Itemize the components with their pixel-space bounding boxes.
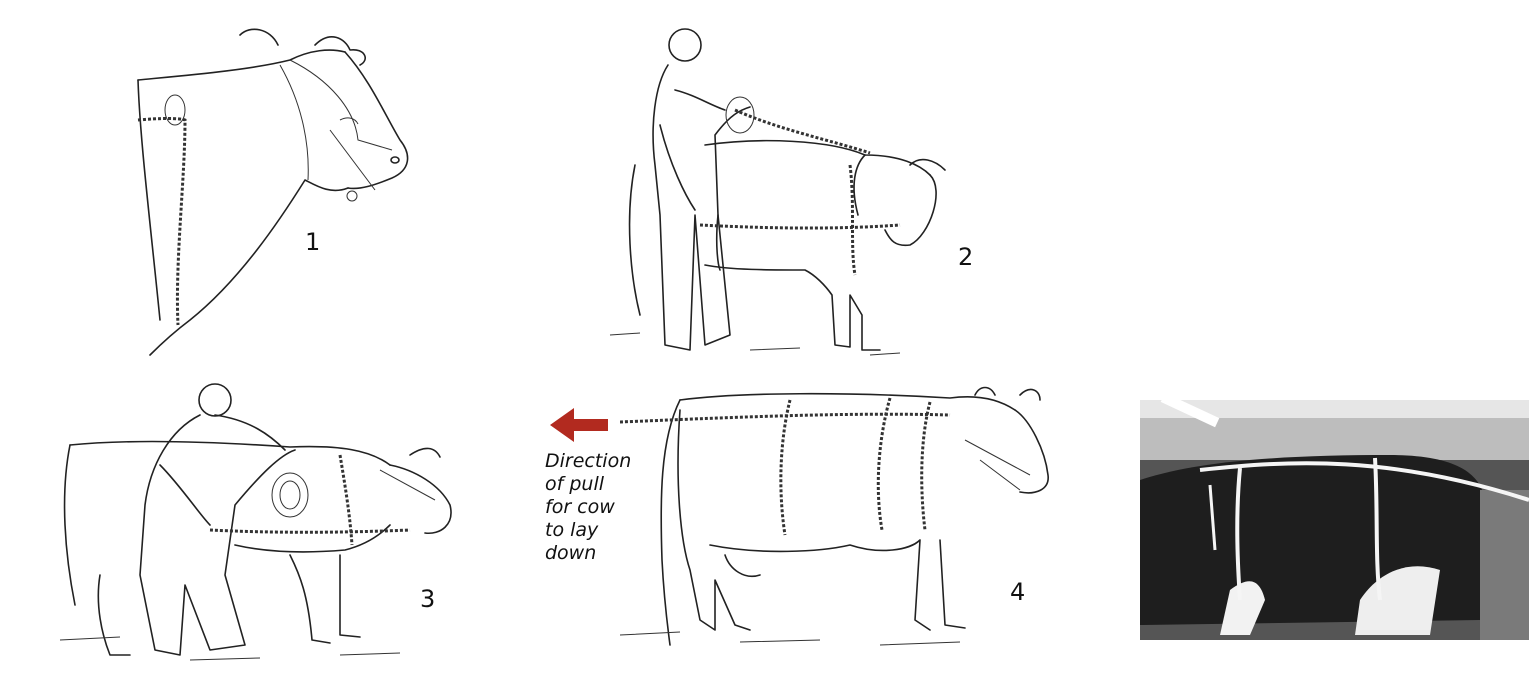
pull-direction-arrow bbox=[550, 408, 610, 442]
step-number-4: 4 bbox=[1010, 578, 1026, 606]
step-3-illustration: 3 bbox=[40, 375, 480, 670]
step-number-1: 1 bbox=[305, 228, 321, 256]
annotation-line: to lay bbox=[545, 519, 599, 541]
annotation-line: of pull bbox=[545, 473, 605, 495]
annotation-line: for cow bbox=[545, 496, 615, 518]
step-2-illustration: 2 bbox=[600, 15, 980, 365]
cow-head-halter-drawing bbox=[137, 28, 409, 356]
roped-cow-photo bbox=[1140, 400, 1529, 640]
cow-photo-rendering bbox=[1140, 400, 1529, 640]
pull-direction-annotation: Direction of pull for cow to lay down bbox=[545, 450, 655, 565]
annotation-line: down bbox=[545, 542, 597, 564]
left-arrow-icon bbox=[550, 408, 608, 442]
step-1-illustration: 1 bbox=[130, 20, 420, 360]
roped-cow-drawing bbox=[620, 386, 1049, 646]
step-number-3: 3 bbox=[420, 585, 436, 613]
man-wrapping-rope-drawing bbox=[59, 383, 452, 661]
man-with-cow-drawing bbox=[609, 28, 946, 356]
step-4-illustration: 4 bbox=[620, 380, 1060, 660]
annotation-line: Direction bbox=[545, 450, 632, 472]
step-number-2: 2 bbox=[958, 243, 974, 271]
